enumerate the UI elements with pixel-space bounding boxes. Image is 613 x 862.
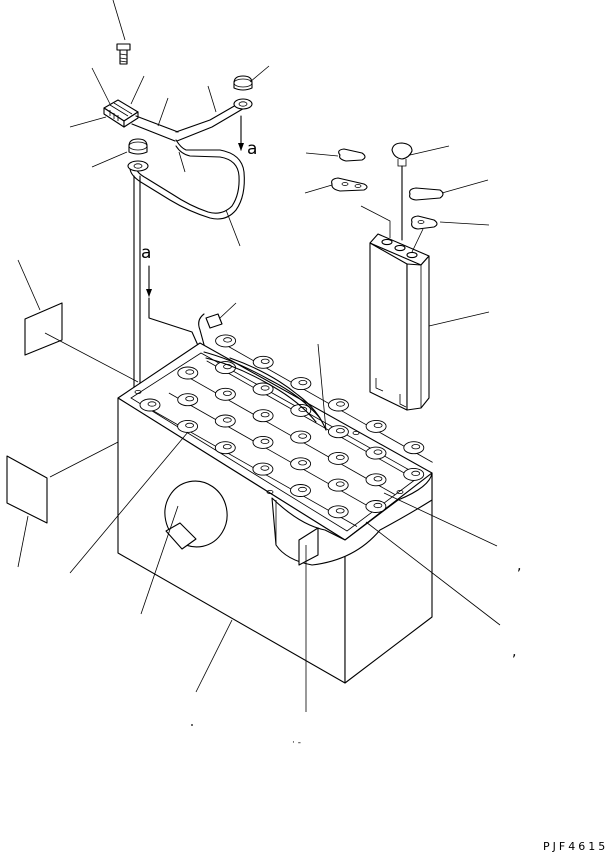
cell-cap-center <box>185 369 195 375</box>
cell-cap-center <box>373 476 383 482</box>
cell-cap-center <box>185 422 195 428</box>
cell-pad-icon <box>338 148 366 162</box>
cell-cap <box>252 355 274 369</box>
fragment-mark: · - <box>292 738 301 748</box>
cell-cap-icon <box>391 142 413 167</box>
cell-cap <box>215 334 237 348</box>
cell-link-icon <box>331 177 368 192</box>
cell-cap-center <box>298 406 308 412</box>
cell-cap <box>177 419 199 433</box>
cell-cap <box>214 387 236 401</box>
cell-cap-center <box>222 417 232 423</box>
cell-cap-center <box>222 390 232 396</box>
cell-cap-center <box>373 422 383 428</box>
cell-cap-center <box>411 444 421 450</box>
cell-cap <box>252 462 274 476</box>
cell-cap <box>252 409 274 423</box>
cell-cap <box>365 419 387 433</box>
cell-cap-center <box>411 470 421 476</box>
terminal-cap-icon <box>233 75 253 91</box>
cell-cap <box>403 467 425 481</box>
cell-cap <box>290 457 312 471</box>
dot-mark <box>191 724 193 726</box>
cell-caps <box>139 334 433 527</box>
cell-cap <box>290 484 311 497</box>
arrow-label-lower: a <box>141 243 151 263</box>
cell-cap <box>328 398 349 412</box>
cell-cap <box>365 446 387 460</box>
cell-cap-center <box>373 502 383 509</box>
cell-cap-center <box>298 433 308 439</box>
cell-cap-center <box>260 412 270 418</box>
cell-cap <box>139 398 161 412</box>
cell-cap-center <box>223 337 233 343</box>
bolt-icon <box>116 43 131 65</box>
cell-cap-center <box>298 460 308 466</box>
comma-lower: , <box>512 644 516 660</box>
cell-link-2-icon <box>409 187 444 201</box>
terminal-left-icon <box>127 138 149 172</box>
cell-cap-center <box>260 438 270 444</box>
cell-cap-center <box>185 396 195 402</box>
cell-cap-center <box>335 428 345 434</box>
cell-cap-center <box>373 449 383 455</box>
connector-block-icon <box>103 99 139 128</box>
cell-cap-center <box>335 454 345 460</box>
cell-cap-center <box>336 401 345 407</box>
cell-cap <box>177 393 199 407</box>
cell-cap <box>177 366 199 380</box>
cell-cap-center <box>298 379 308 386</box>
cell-cap-center <box>260 385 270 391</box>
comma-upper: , <box>517 558 521 574</box>
label-sheet-upper <box>17 259 139 383</box>
cell-cap-center <box>260 465 270 471</box>
cell-link-3-icon <box>411 215 438 230</box>
cell-cap <box>290 430 312 444</box>
cell-cap <box>365 500 387 513</box>
cell-cap-center <box>298 486 307 493</box>
cell-cap-center <box>335 508 345 514</box>
cell-cap <box>365 473 387 487</box>
cell-cap-center <box>222 444 232 450</box>
cell-cap <box>327 505 349 519</box>
cell-cap <box>252 435 274 449</box>
cell-cap-center <box>147 401 157 407</box>
cell-cap <box>403 441 425 455</box>
cell-cap <box>327 425 349 439</box>
cable-harness: a <box>69 0 270 247</box>
cell-cap-center <box>260 358 270 364</box>
terminal-ring-icon <box>233 98 253 110</box>
cell-cap <box>327 451 349 465</box>
cell-cap <box>214 414 236 428</box>
cell-cap <box>214 441 236 455</box>
arrow-label-upper: a <box>247 139 257 159</box>
label-sheet-lower <box>6 439 123 568</box>
cell-cap <box>327 478 349 492</box>
single-cell <box>304 142 490 411</box>
drawing-code: PJF4615 <box>543 840 608 853</box>
battery-case <box>117 342 433 684</box>
plug-connector-icon <box>205 313 223 329</box>
cell-cap <box>290 377 312 391</box>
cell-cap-center <box>335 481 345 487</box>
